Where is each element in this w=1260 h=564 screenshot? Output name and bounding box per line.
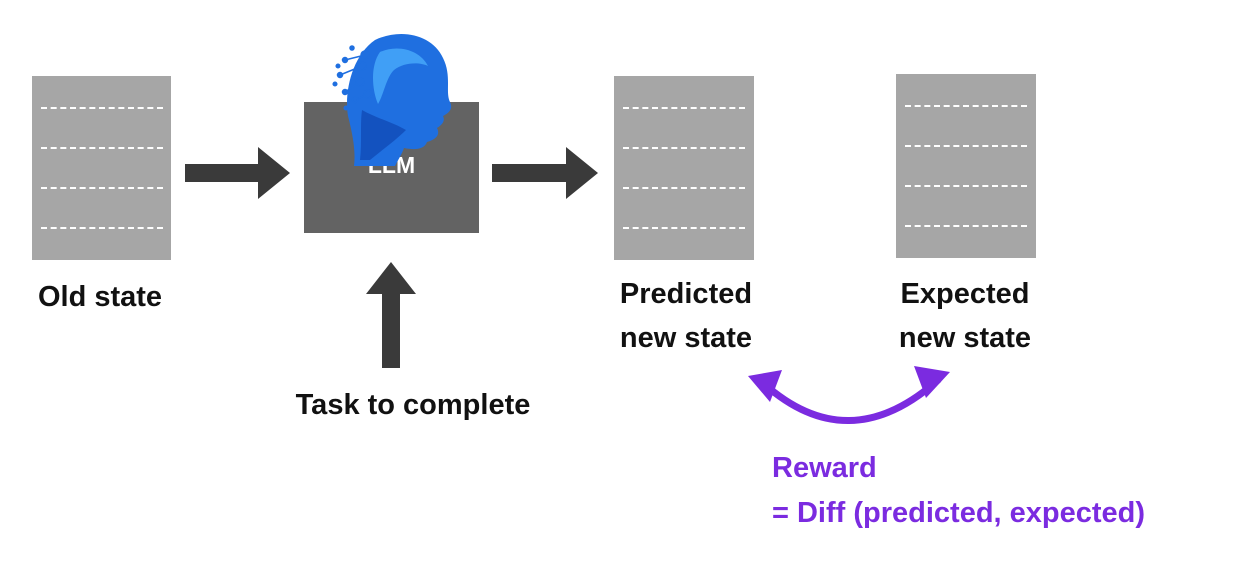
arrow-old-to-llm [185, 147, 290, 199]
arrow-llm-to-predicted [492, 147, 598, 199]
ai-head-icon [332, 34, 452, 166]
predicted-label: Predicted new state [596, 272, 776, 360]
task-label: Task to complete [295, 389, 531, 421]
old-state-label: Old state [37, 281, 163, 313]
reward-text: Reward = Diff (predicted, expected) [772, 446, 1145, 536]
predicted-label-line1: Predicted [619, 278, 753, 310]
expected-label: Expected new state [875, 272, 1055, 360]
doc-line [40, 107, 163, 109]
old-state-document [32, 76, 171, 260]
expected-state-document [896, 74, 1036, 258]
arrow-task-to-llm [366, 262, 416, 368]
doc-line [905, 225, 1027, 227]
doc-line [40, 227, 163, 229]
doc-line [40, 147, 163, 149]
doc-line [40, 187, 163, 189]
doc-line [623, 107, 745, 109]
reward-formula: = Diff (predicted, expected) [772, 497, 1146, 529]
doc-line [623, 227, 745, 229]
predicted-state-document [614, 76, 754, 260]
doc-line [905, 105, 1027, 107]
expected-label-line2: new state [898, 322, 1032, 354]
doc-line [905, 185, 1027, 187]
doc-line [623, 187, 745, 189]
predicted-label-line2: new state [619, 322, 753, 354]
doc-line [905, 145, 1027, 147]
doc-line [623, 147, 745, 149]
expected-label-line1: Expected [900, 278, 1030, 310]
reward-title: Reward [772, 452, 877, 484]
double-arrow-icon [748, 366, 950, 424]
